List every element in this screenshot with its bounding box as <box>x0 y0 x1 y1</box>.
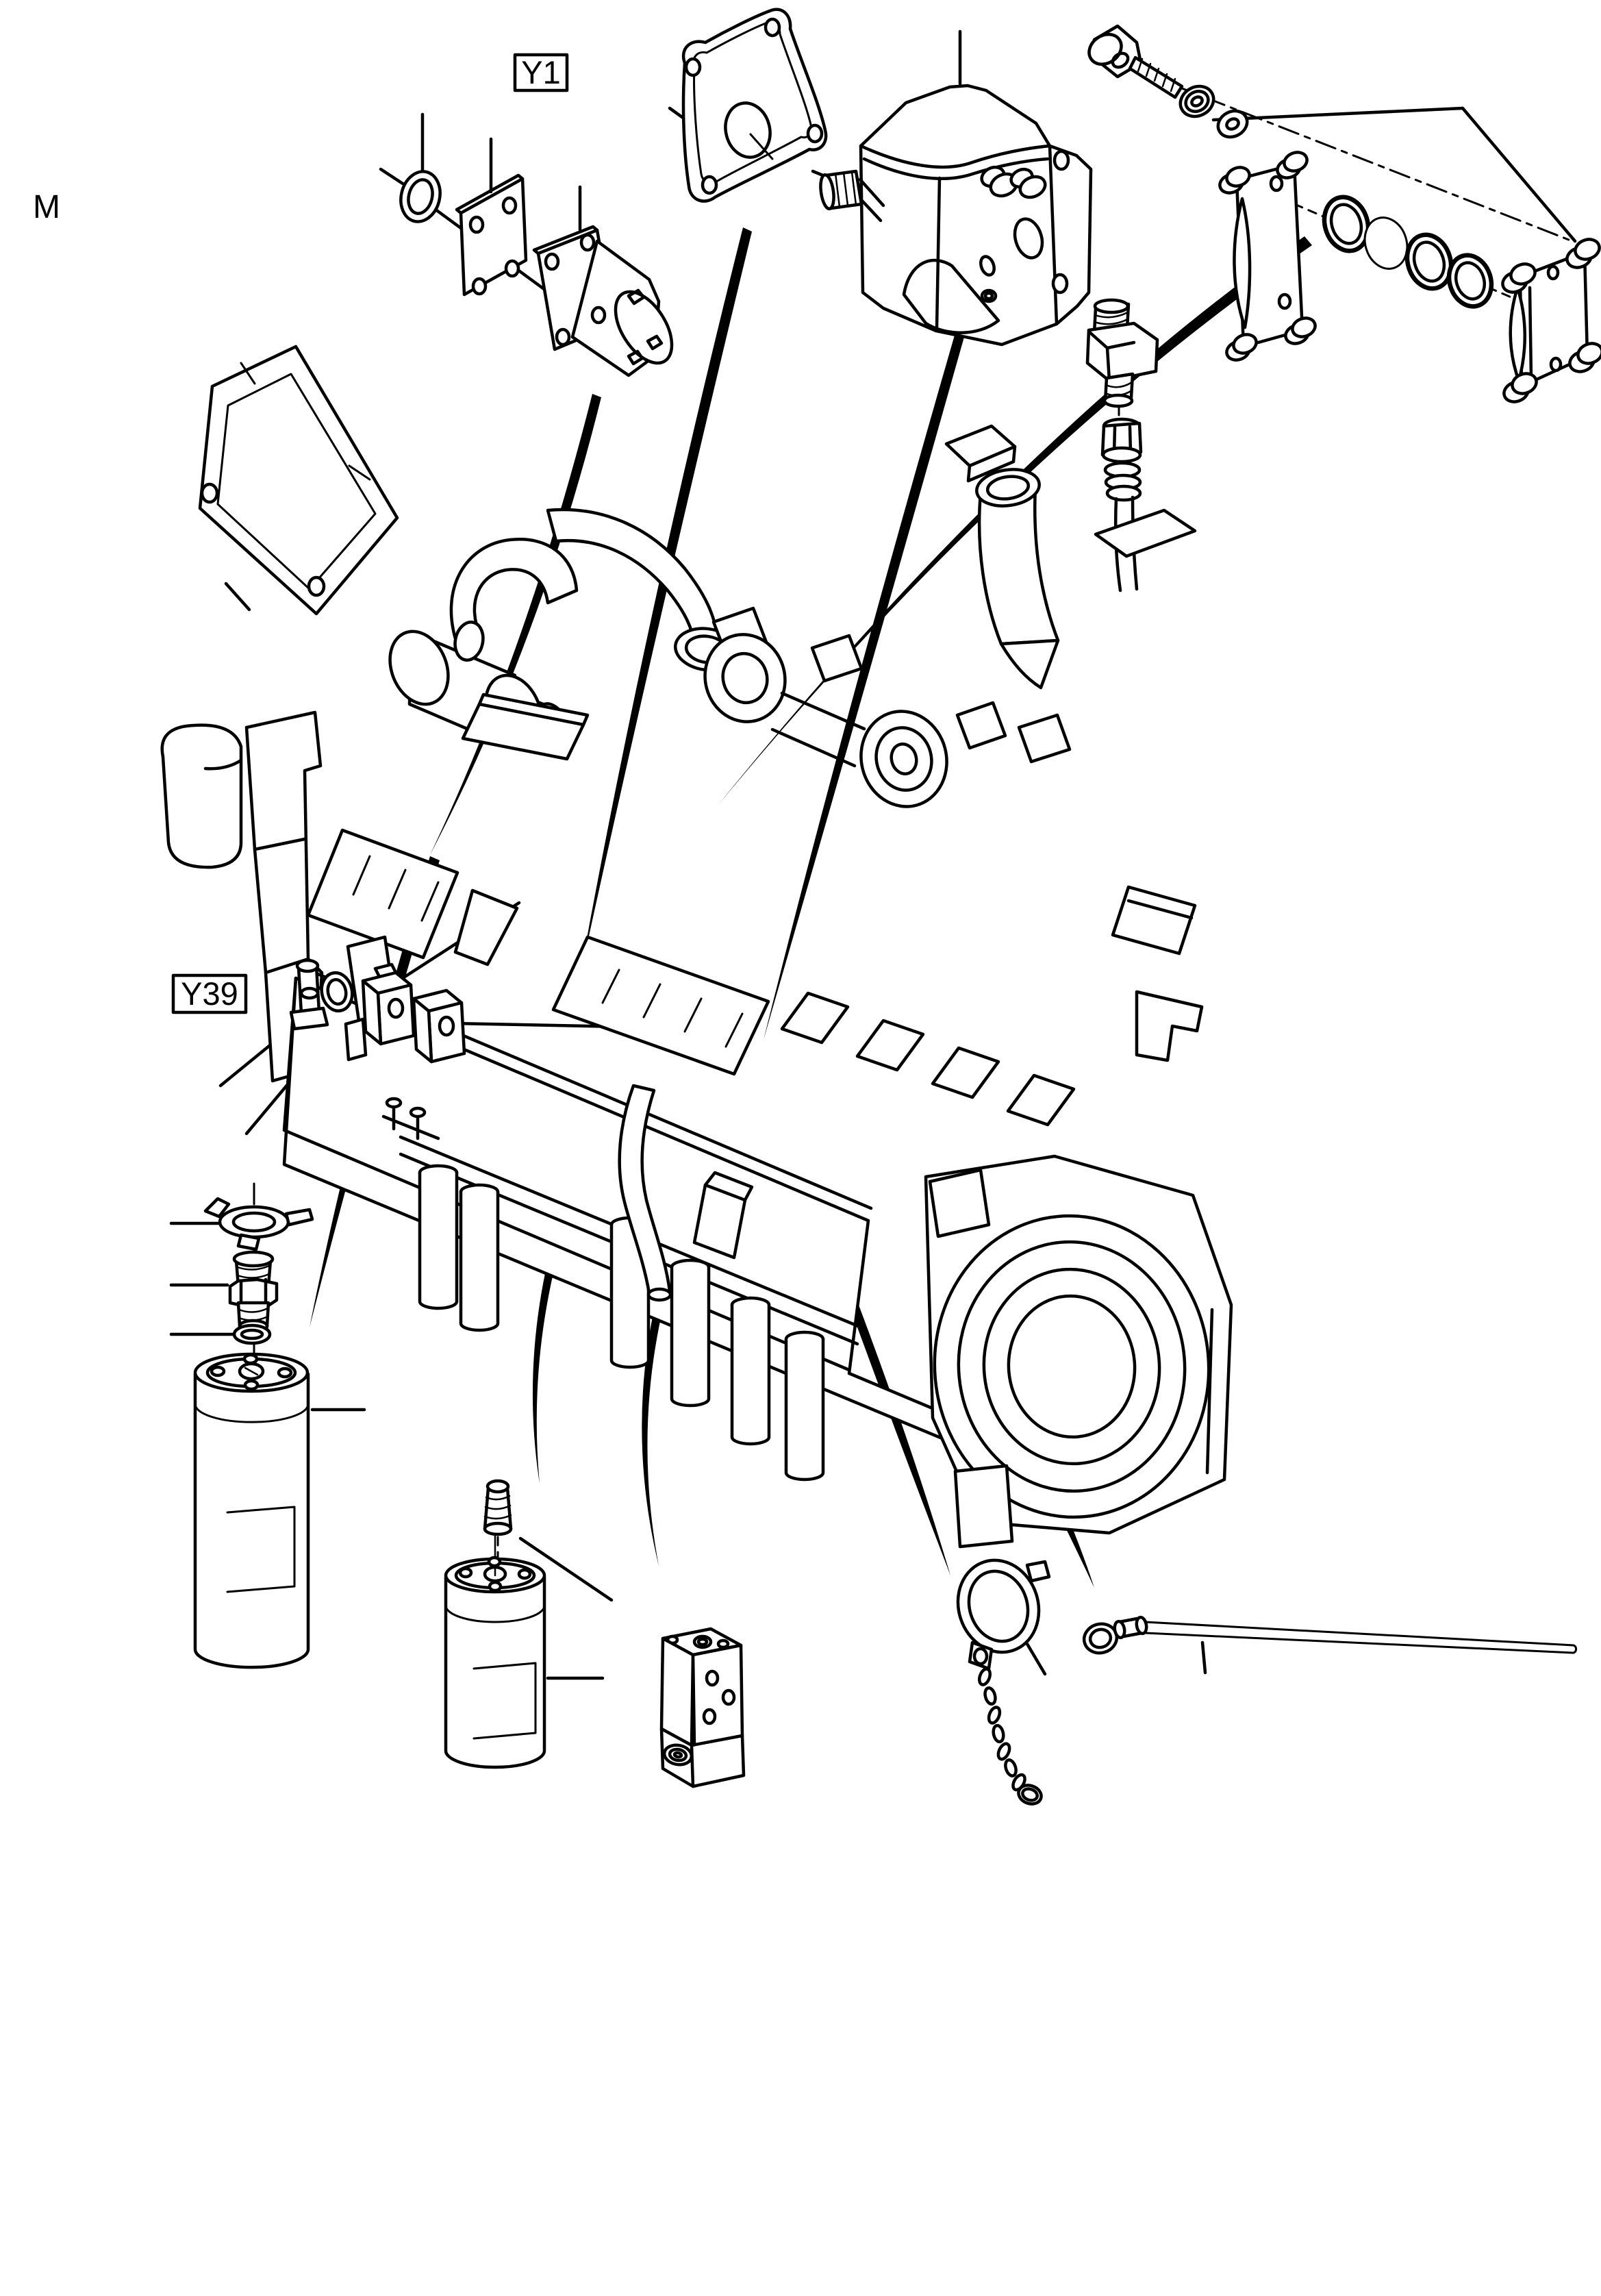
frame-gasket <box>198 345 399 616</box>
washer <box>1178 84 1215 118</box>
reference-labels: M Y1 Y39 <box>33 53 569 1014</box>
y39-label-box <box>171 973 248 1014</box>
gear-pump <box>819 84 1093 347</box>
cap-screw <box>1087 24 1184 99</box>
adapter-housing <box>532 225 674 377</box>
threaded-nipple <box>228 1250 279 1334</box>
oil-dipstick <box>1082 1615 1578 1655</box>
filter-nipple <box>483 1479 513 1536</box>
o-ring <box>399 170 442 223</box>
solenoid-valve-group <box>289 935 466 1064</box>
oil-filter <box>193 1352 310 1669</box>
washer-small <box>1216 109 1249 139</box>
small-o-ring <box>232 1323 272 1345</box>
fuel-filter <box>444 1533 546 1769</box>
y39-label: Y39 <box>181 975 238 1012</box>
marker-label: M <box>33 189 60 225</box>
cover-plate <box>455 173 528 297</box>
overflow-valve <box>659 1627 746 1788</box>
end-cover <box>1501 238 1601 403</box>
pump-cover <box>1218 151 1317 362</box>
y1-label-box <box>513 53 569 92</box>
engine-assembly <box>160 424 1233 1549</box>
elbow-fitting <box>1085 298 1159 408</box>
y1-label: Y1 <box>521 54 561 90</box>
hose-assembly <box>1100 417 1143 592</box>
filler-cap-with-chain <box>956 1558 1051 1806</box>
tab-washer <box>203 1197 314 1251</box>
o-ring-set <box>1322 195 1494 309</box>
pump-gasket <box>681 8 828 203</box>
